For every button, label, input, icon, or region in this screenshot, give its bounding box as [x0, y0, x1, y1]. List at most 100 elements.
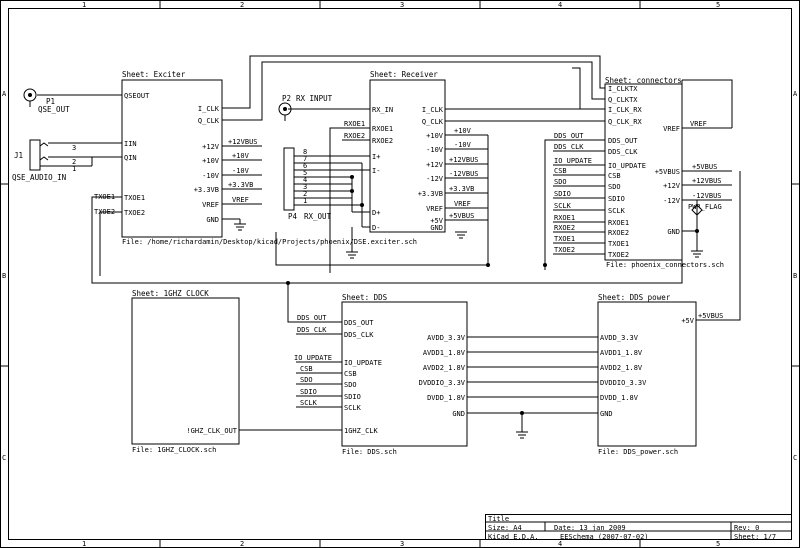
pin: GND	[430, 224, 443, 232]
pin: SCLK	[344, 404, 362, 412]
pin: 1GHZ_CLK	[344, 427, 379, 435]
pin: AVDD1_1.8V	[600, 349, 643, 357]
sheet-dds-power[interactable]: Sheet: DDS_power File: DDS_power.sch AVD…	[597, 293, 697, 456]
net-label: SCLK	[300, 399, 318, 407]
net-label: -10V	[232, 167, 250, 175]
p4-ref: P4	[288, 212, 298, 221]
sheet-title: Sheet: 1GHZ_CLOCK	[132, 289, 209, 298]
sheet-connectors[interactable]: Sheet: connectors File: phoenix_connecto…	[604, 76, 724, 269]
pin: RXOE2	[372, 137, 393, 145]
title-label: Title	[488, 515, 509, 523]
p4-pins	[294, 155, 305, 206]
pin: TXOE2	[608, 251, 629, 259]
p4-value: RX_OUT	[304, 212, 332, 221]
net-label: TXOE2	[554, 246, 575, 254]
p1-ref: P1	[46, 97, 55, 106]
net-label: VREF	[232, 196, 249, 204]
col-mark: 3	[400, 1, 404, 9]
sheet-exciter[interactable]: Sheet: Exciter File: /home/richardamin/D…	[121, 70, 417, 246]
pin: Q_CLK_RX	[608, 118, 643, 126]
pin: AVDD2_1.8V	[423, 364, 466, 372]
pin: -12V	[426, 175, 444, 183]
net-label: RXOE2	[554, 224, 575, 232]
pin: DDS_OUT	[344, 319, 374, 327]
ground-symbols	[234, 223, 703, 439]
sheet-file: File: /home/richardamin/Desktop/kicad/Pr…	[122, 238, 417, 246]
sheet-receiver[interactable]: Sheet: Receiver RX_IN RXOE1 RXOE2 I+ I- …	[369, 70, 446, 233]
pin: I-	[372, 167, 380, 175]
pin: TXOE1	[124, 194, 145, 202]
pin: QSEOUT	[124, 92, 150, 100]
pin: Q_CLK	[422, 118, 444, 126]
col-mark: 1	[82, 1, 86, 9]
p4-pin: 1	[303, 197, 307, 205]
pin: -12V	[663, 197, 681, 205]
col-mark: 5	[716, 540, 720, 548]
pin: AVDD_3.3V	[427, 334, 466, 342]
net-label: +12VBUS	[449, 156, 479, 164]
pin: DDS_CLK	[608, 148, 638, 156]
pin: DDS_CLK	[344, 331, 374, 339]
row-mark: B	[793, 272, 797, 280]
j1-pin: 3	[72, 144, 76, 152]
pin: VREF	[426, 205, 443, 213]
j1-pin: 1	[72, 165, 76, 173]
pin: RXOE1	[608, 219, 629, 227]
net-label: VREF	[454, 200, 471, 208]
p4-pin: 2	[303, 190, 307, 198]
col-mark: 4	[558, 1, 562, 9]
row-mark: B	[2, 272, 6, 280]
pin: QIN	[124, 154, 137, 162]
p4-pin: 7	[303, 155, 307, 163]
sheet-title: Sheet: connectors	[605, 76, 682, 85]
sheet-file: File: 1GHZ_CLOCK.sch	[132, 446, 216, 454]
j1-value: QSE_AUDIO_IN	[12, 173, 66, 182]
pin: DVDDIO_3.3V	[600, 379, 647, 387]
col-mark: 5	[716, 1, 720, 9]
net-label: +3.3VB	[449, 185, 474, 193]
pin: +5VBUS	[655, 168, 680, 176]
p4-pin: 4	[303, 176, 307, 184]
row-mark: C	[793, 454, 797, 462]
net-label: SDIO	[300, 388, 317, 396]
j1-ref: J1	[14, 151, 23, 160]
net-label: SDIO	[554, 190, 571, 198]
j1-audio-jack[interactable]: J1 QSE_AUDIO_IN 3 2 1	[12, 139, 76, 182]
sheet-1ghz-clock[interactable]: Sheet: 1GHZ_CLOCK File: 1GHZ_CLOCK.sch !…	[131, 289, 240, 454]
p1-value: QSE_OUT	[38, 105, 70, 114]
net-label: RXOE1	[554, 214, 575, 222]
row-mark: A	[793, 90, 798, 98]
pin: VREF	[202, 201, 219, 209]
p4-rx-out-header[interactable]: 8 7 6 5 4 3 2 1 P4 RX_OUT	[283, 147, 332, 221]
p1-connector[interactable]: P1 QSE_OUT	[23, 88, 70, 114]
pin: I_CLK	[422, 106, 444, 114]
sheet-title: Sheet: DDS	[342, 293, 388, 302]
sheet-label: Sheet: 1/7	[734, 533, 776, 541]
sheet-dds[interactable]: Sheet: DDS File: DDS.sch DDS_OUT DDS_CLK…	[341, 293, 468, 456]
p2-rx-input-connector[interactable]: P2 RX INPUT	[278, 94, 333, 121]
size-label: Size: A4	[488, 524, 522, 532]
pin: IO_UPDATE	[344, 359, 382, 367]
sheet-title: Sheet: DDS_power	[598, 293, 671, 302]
sheet-title: Sheet: Receiver	[370, 70, 438, 79]
pin: TXOE1	[608, 240, 629, 248]
net-label: CSB	[554, 167, 567, 175]
pin: +12V	[202, 143, 220, 151]
pin: AVDD1_1.8V	[423, 349, 466, 357]
pin: SDIO	[344, 393, 361, 401]
pin: DDS_OUT	[608, 137, 638, 145]
pin: I+	[372, 153, 380, 161]
net-label: DDS_OUT	[297, 314, 327, 322]
net-label: RXOE2	[344, 132, 365, 140]
p2-ref: P2	[282, 94, 291, 103]
pin: SCLK	[608, 207, 626, 215]
rev-label: Rev: 0	[734, 524, 759, 532]
pin: GND	[452, 410, 465, 418]
net-label: +5VBUS	[698, 312, 723, 320]
net-label: SCLK	[554, 202, 572, 210]
pwr-flag[interactable]: PWR_FLAG	[688, 203, 722, 216]
p4-pin: 8	[303, 148, 307, 156]
pin: -10V	[202, 172, 220, 180]
sheet-file: File: DDS_power.sch	[598, 448, 678, 456]
